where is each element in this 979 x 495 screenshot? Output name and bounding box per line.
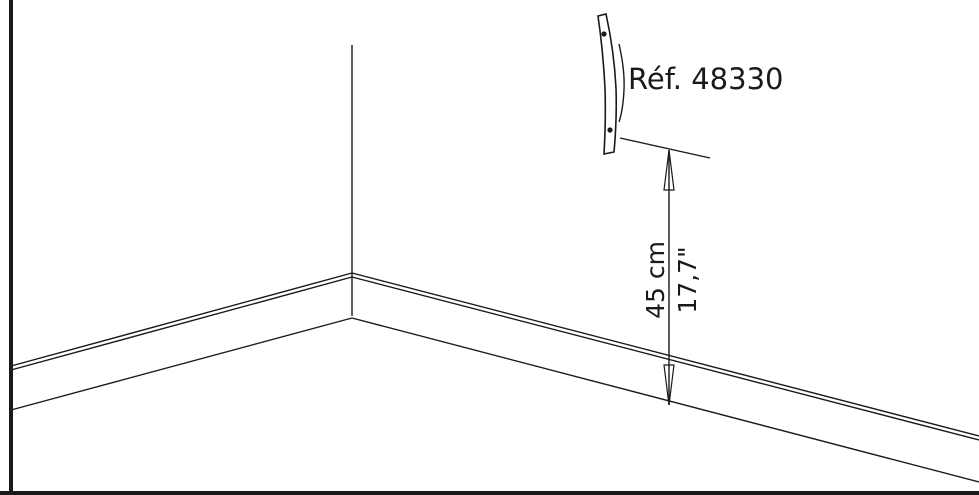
height-metric-label: 45 cm	[641, 241, 670, 319]
bracket-bottom-hole	[607, 127, 613, 133]
height-imperial-label: 17,7"	[673, 246, 702, 313]
left-baseboard-top-edge-inner	[10, 276, 353, 371]
dimension-extension-line	[619, 137, 711, 159]
dimension-arrow-top	[663, 149, 675, 191]
left-baseboard-top-edge	[10, 272, 353, 367]
reference-leader	[618, 43, 625, 123]
right-baseboard-top-edge-inner	[351, 276, 979, 441]
dimension-arrow-bottom	[663, 364, 675, 406]
right-baseboard-top-edge	[351, 272, 979, 437]
part-reference-label: Réf. 48330	[628, 62, 783, 96]
height-dimension	[663, 149, 675, 406]
bracket-part	[597, 13, 618, 155]
left-baseboard-floor-edge	[10, 317, 353, 411]
bracket-top-hole	[601, 31, 607, 37]
bracket-outline	[597, 13, 618, 155]
right-baseboard-floor-edge	[351, 317, 979, 483]
right-baseboard	[351, 272, 979, 483]
left-baseboard	[10, 272, 353, 411]
